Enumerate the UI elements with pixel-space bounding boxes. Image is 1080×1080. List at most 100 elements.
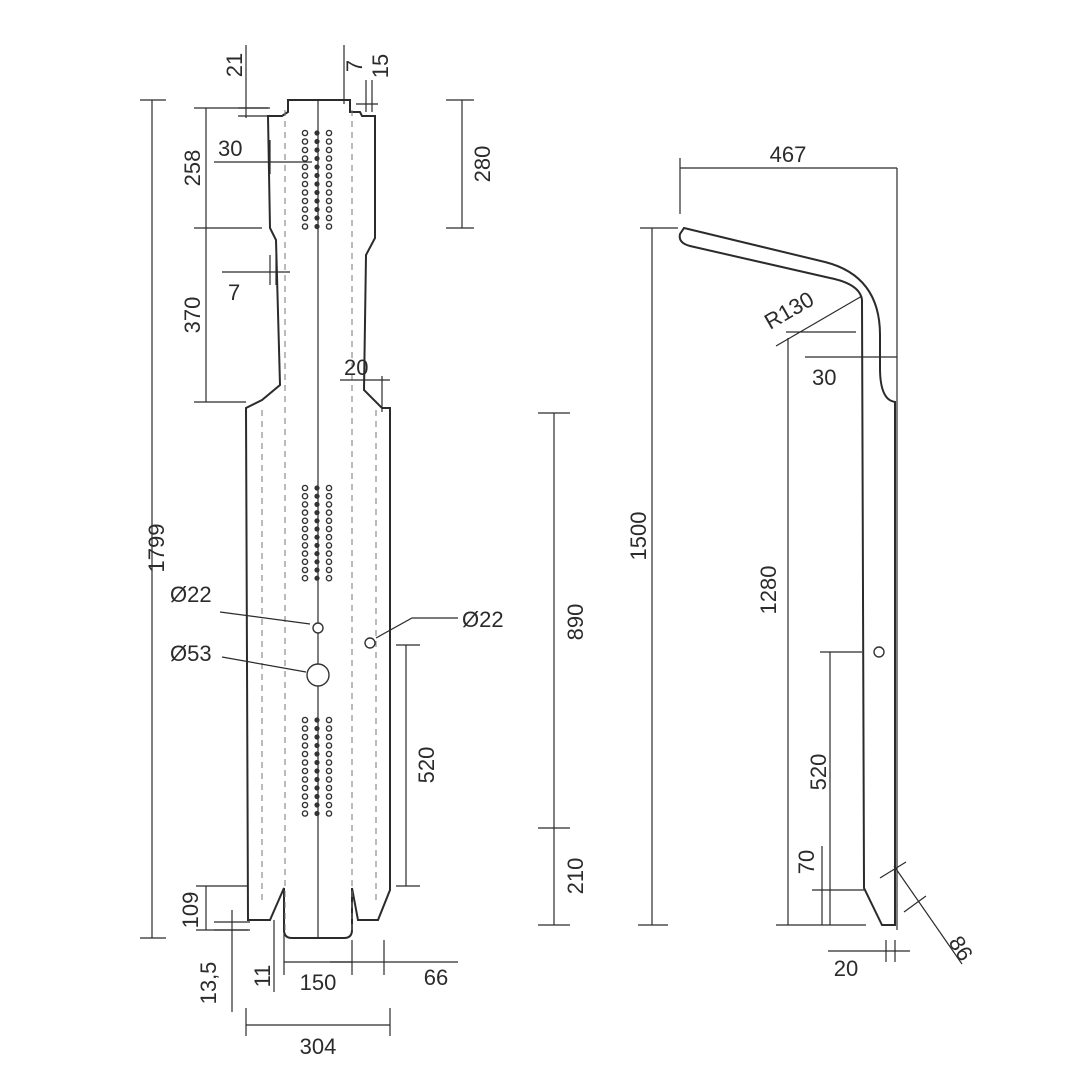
label-bottom-small: 70 bbox=[794, 850, 819, 874]
hole-small-left bbox=[312, 622, 324, 634]
nozzle-hole bbox=[325, 793, 333, 800]
nozzle-hole bbox=[301, 525, 309, 533]
nozzle-hole bbox=[325, 784, 333, 792]
label-hole-small-left: Ø22 bbox=[170, 582, 212, 607]
nozzle-hole bbox=[325, 146, 333, 154]
label-arm-width: 467 bbox=[770, 142, 807, 167]
nozzle-hole bbox=[325, 566, 333, 574]
nozzle-hole bbox=[301, 138, 309, 145]
nozzle-hole bbox=[325, 550, 333, 557]
nozzle-hole bbox=[314, 172, 320, 179]
label-hole-small-right: Ø22 bbox=[462, 607, 504, 632]
nozzle-hole bbox=[301, 517, 309, 525]
nozzle-hole bbox=[325, 129, 333, 137]
nozzle-hole bbox=[314, 802, 320, 808]
nozzle-hole bbox=[301, 146, 309, 154]
nozzle-hole bbox=[325, 742, 333, 749]
nozzle-hole bbox=[325, 542, 333, 549]
leader-hole-large bbox=[221, 656, 307, 673]
nozzle-hole bbox=[314, 164, 320, 170]
label-side-lower: 520 bbox=[806, 754, 831, 791]
nozzle-hole bbox=[314, 776, 320, 783]
nozzle-hole bbox=[301, 172, 309, 179]
nozzle-holes-middle bbox=[301, 484, 333, 582]
nozzle-hole bbox=[301, 509, 309, 516]
nozzle-hole bbox=[314, 198, 320, 204]
label-top-section: 258 bbox=[180, 150, 205, 187]
dim-line-radius bbox=[775, 295, 863, 347]
nozzle-hole bbox=[325, 189, 333, 196]
nozzle-hole bbox=[325, 163, 333, 171]
nozzle-hole bbox=[301, 725, 309, 732]
nozzle-hole bbox=[301, 767, 309, 775]
nozzle-hole bbox=[325, 214, 333, 222]
nozzle-hole bbox=[301, 566, 309, 574]
nozzle-hole bbox=[314, 751, 320, 757]
label-middle-upper: 890 bbox=[563, 604, 588, 641]
label-lower-right: 520 bbox=[414, 747, 439, 784]
label-width: 304 bbox=[300, 1034, 337, 1059]
nozzle-hole bbox=[325, 155, 333, 162]
nozzle-hole bbox=[301, 206, 309, 213]
label-bottom-inner: 150 bbox=[300, 970, 337, 995]
nozzle-hole bbox=[325, 750, 333, 758]
nozzle-hole bbox=[314, 717, 320, 723]
nozzle-hole bbox=[301, 558, 309, 566]
nozzle-hole bbox=[314, 215, 320, 221]
nozzle-hole bbox=[301, 793, 309, 800]
nozzle-hole bbox=[314, 206, 320, 213]
label-bottom-width: 20 bbox=[834, 956, 858, 981]
nozzle-hole bbox=[325, 801, 333, 809]
nozzle-hole bbox=[314, 759, 320, 766]
nozzle-hole bbox=[314, 130, 320, 136]
nozzle-holes-top bbox=[301, 129, 333, 230]
nozzle-hole bbox=[314, 501, 320, 507]
nozzle-hole bbox=[301, 197, 309, 205]
nozzle-hole bbox=[301, 129, 309, 137]
nozzle-hole bbox=[301, 810, 309, 817]
label-bottom-right: 66 bbox=[424, 965, 448, 990]
nozzle-hole bbox=[325, 517, 333, 525]
label-hole-large: Ø53 bbox=[170, 641, 212, 666]
nozzle-hole bbox=[301, 742, 309, 749]
nozzle-hole bbox=[314, 575, 320, 581]
leader-hole-small-right bbox=[375, 617, 458, 639]
nozzle-hole bbox=[314, 155, 320, 162]
nozzle-hole bbox=[325, 558, 333, 566]
nozzle-hole bbox=[314, 181, 320, 187]
nozzle-hole bbox=[301, 484, 309, 492]
nozzle-hole bbox=[325, 509, 333, 516]
nozzle-hole bbox=[301, 533, 309, 541]
nozzle-hole bbox=[314, 509, 320, 516]
nozzle-hole bbox=[325, 172, 333, 179]
nozzle-hole bbox=[325, 197, 333, 205]
nozzle-hole bbox=[314, 768, 320, 774]
nozzle-hole bbox=[325, 501, 333, 508]
nozzle-hole bbox=[301, 574, 309, 582]
nozzle-hole bbox=[301, 733, 309, 741]
nozzle-hole bbox=[314, 518, 320, 524]
label-middle-lower: 210 bbox=[563, 858, 588, 895]
nozzle-hole bbox=[301, 801, 309, 809]
hole-small-right bbox=[364, 637, 376, 649]
label-inner-height: 1280 bbox=[756, 566, 781, 615]
nozzle-hole bbox=[301, 223, 309, 230]
nozzle-hole bbox=[325, 206, 333, 213]
nozzle-hole bbox=[314, 493, 320, 499]
nozzle-hole bbox=[301, 759, 309, 766]
nozzle-hole bbox=[325, 223, 333, 230]
label-right-top: 280 bbox=[470, 146, 495, 183]
nozzle-hole bbox=[314, 559, 320, 565]
nozzle-hole bbox=[325, 759, 333, 766]
hole-large bbox=[306, 663, 330, 687]
nozzle-hole bbox=[314, 147, 320, 153]
nozzle-hole bbox=[325, 484, 333, 492]
label-bottom-gap: 11 bbox=[250, 965, 275, 988]
nozzle-hole bbox=[325, 492, 333, 500]
nozzle-hole bbox=[325, 138, 333, 145]
label-shoulder: 20 bbox=[344, 355, 368, 380]
nozzle-hole bbox=[314, 810, 320, 817]
nozzle-hole bbox=[301, 501, 309, 508]
nozzle-hole bbox=[314, 526, 320, 532]
